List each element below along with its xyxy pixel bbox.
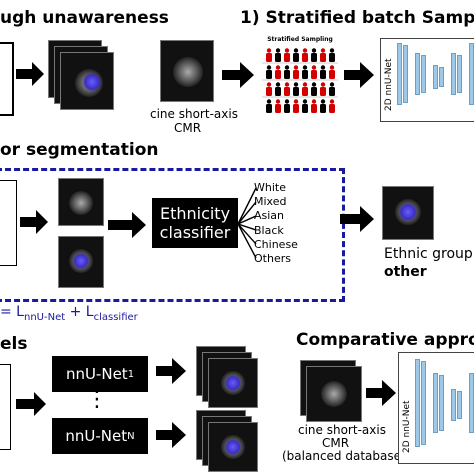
person-figure-icon [275, 48, 281, 62]
ethnicity-item: Others [254, 252, 291, 266]
arrow-right-icon [156, 358, 186, 384]
person-figure-icon [266, 48, 272, 62]
person-figure-icon [266, 65, 272, 79]
ethnicity-item: Mixed [254, 195, 287, 209]
input-box-partial-top [0, 42, 14, 116]
person-figure-icon [293, 99, 299, 113]
person-figure-icon [284, 99, 290, 113]
unet-label-bottom: 2D nnU-Net [402, 400, 412, 453]
cine-label-bottom-1: cine short-axis [298, 423, 386, 437]
person-figure-icon [311, 65, 317, 79]
person-figure-icon [320, 65, 326, 79]
ethnicity-item: Chinese [254, 237, 298, 251]
arrow-right-icon [108, 212, 146, 238]
mri-image-mid-lower [58, 236, 104, 288]
loss-sub-1: nnU-Net [23, 311, 66, 323]
ethnic-group-label: Ethnic group [384, 246, 473, 262]
arrow-right-icon [340, 206, 374, 232]
classifier-fan-lines [238, 187, 257, 259]
stratified-sampling-panel: Stratified Sampling [262, 36, 338, 120]
person-figure-icon [329, 48, 335, 62]
classifier-label-2: classifier [159, 223, 231, 242]
input-box-partial-bottom [0, 364, 11, 450]
ethnicity-item: Black [254, 223, 284, 237]
loss-prefix: = L [0, 304, 24, 320]
person-figure-icon [302, 82, 308, 96]
cine-label-bottom-2: CMR [322, 436, 350, 450]
ethnicity-list: White Mixed Asian Black Chinese Others [254, 181, 298, 266]
cine-input-image-top [160, 40, 214, 102]
arrow-right-icon [16, 62, 44, 86]
nnunet-1-sub: 1 [127, 368, 135, 380]
nnunet-1-label: nnU-Net [65, 365, 128, 383]
nnunet-n-label: nnU-Net [65, 427, 128, 445]
unawareness-title: ugh unawareness [0, 8, 169, 28]
arrow-right-icon [20, 210, 48, 234]
loss-sub-2: classifier [93, 311, 138, 323]
figure-grid [262, 48, 338, 113]
person-figure-icon [293, 82, 299, 96]
models-title: els [0, 334, 28, 354]
person-figure-icon [266, 99, 272, 113]
stratified-title: 1) Stratified batch Sampl [240, 8, 474, 28]
cine-label-bottom-3: (balanced databases) [282, 449, 412, 463]
loss-formula: = LnnU-Net + Lclassifier [0, 304, 138, 323]
person-figure-icon [302, 99, 308, 113]
cine-label-top-2: CMR [174, 121, 202, 135]
arrow-right-icon [16, 392, 46, 416]
segmentation-title: or segmentation [0, 140, 159, 160]
person-figure-icon [320, 99, 326, 113]
arrow-right-icon [156, 422, 186, 448]
person-figure-icon [320, 82, 326, 96]
person-figure-icon [293, 48, 299, 62]
person-figure-icon [293, 65, 299, 79]
unet-diagram-top: 2D nnU-Net [380, 38, 474, 122]
classifier-label-1: Ethnicity [159, 204, 231, 223]
person-figure-icon [266, 82, 272, 96]
ethnicity-classifier-box: Ethnicity classifier [152, 198, 238, 248]
stratified-panel-title: Stratified Sampling [267, 36, 333, 43]
person-figure-icon [302, 48, 308, 62]
arrow-right-icon [222, 62, 254, 88]
person-figure-icon [275, 99, 281, 113]
comparative-title: Comparative appro [296, 330, 474, 350]
person-figure-icon [329, 99, 335, 113]
unet-diagram-bottom: 2D nnU-Net [398, 352, 474, 464]
person-figure-icon [329, 65, 335, 79]
person-figure-icon [284, 65, 290, 79]
input-box-partial-mid [0, 180, 17, 266]
dashed-classifier-box [0, 168, 345, 302]
person-figure-icon [311, 82, 317, 96]
person-figure-icon [311, 99, 317, 113]
unet-label-top: 2D nnU-Net [384, 58, 394, 111]
ethnicity-item: White [254, 181, 286, 194]
person-figure-icon [311, 48, 317, 62]
person-figure-icon [275, 65, 281, 79]
nnunet-n-sub: N [127, 430, 135, 442]
ethnicity-item: Asian [254, 209, 285, 223]
person-figure-icon [275, 82, 281, 96]
vertical-dots: ⋮ [86, 387, 108, 412]
cine-label-top-1: cine short-axis [150, 107, 238, 121]
person-figure-icon [284, 82, 290, 96]
person-figure-icon [302, 65, 308, 79]
mri-output-mid [382, 186, 434, 240]
mri-image-mid-upper [58, 178, 104, 226]
person-figure-icon [284, 48, 290, 62]
person-figure-icon [329, 82, 335, 96]
person-figure-icon [320, 48, 326, 62]
loss-plus: + L [65, 304, 94, 320]
arrow-right-icon [366, 380, 396, 406]
ethnic-group-other-label: other [384, 264, 427, 280]
arrow-right-icon [344, 62, 374, 88]
